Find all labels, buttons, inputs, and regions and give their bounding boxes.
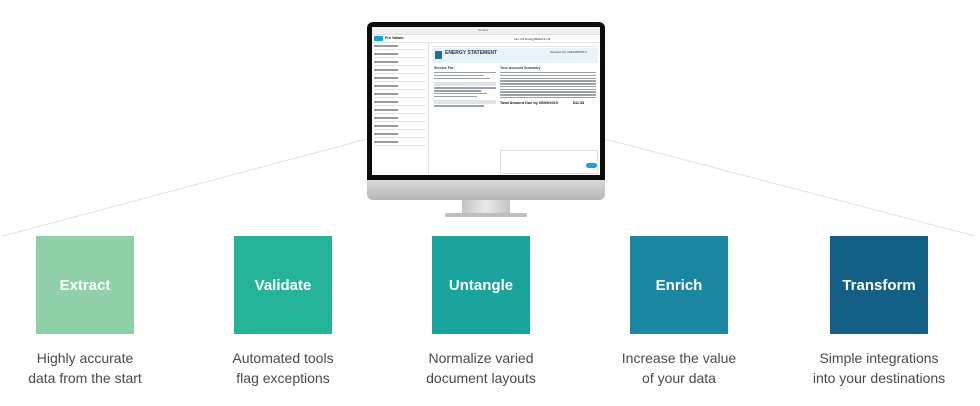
monitor-screen: Ocrolus Pro Valiant File: R4.EnergyBill2… xyxy=(372,27,600,175)
screen-summary-column: Your Account Summary Total Amount Due by… xyxy=(500,66,596,105)
screen-field[interactable] xyxy=(374,77,426,82)
step-validate-caption: Automated tools flag exceptions xyxy=(193,348,373,388)
screen-total-value: $11.53 xyxy=(572,101,585,106)
screen-total-label: Total Amount Due by 05/09/2019 xyxy=(500,101,558,106)
caption-line: Highly accurate xyxy=(36,350,134,366)
monitor-stand-foot xyxy=(445,213,527,217)
step-extract-caption: Highly accurate data from the start xyxy=(0,348,175,388)
step-transform-tile: Transform xyxy=(830,236,928,334)
step-extract-label: Extract xyxy=(59,276,111,294)
screen-file-name: File: R4.EnergyBill2019.pdf xyxy=(514,36,551,41)
screen-app-name: Pro Valiant xyxy=(385,36,404,40)
screen-field[interactable] xyxy=(374,109,426,114)
screen-service-heading: Service For: xyxy=(434,66,455,70)
screen-field-sidebar xyxy=(372,42,429,175)
screen-total-due: Total Amount Due by 05/09/2019 $11.53 xyxy=(500,101,596,105)
screen-field[interactable] xyxy=(374,133,426,138)
step-untangle-label: Untangle xyxy=(448,276,514,294)
caption-line: document layouts xyxy=(426,370,536,386)
monitor-stand-neck xyxy=(462,200,510,214)
screen-field[interactable] xyxy=(374,117,426,122)
screen-field[interactable] xyxy=(374,93,426,98)
screen-summary-heading: Your Account Summary xyxy=(500,66,541,70)
screen-field[interactable] xyxy=(374,141,426,146)
step-transform-label: Transform xyxy=(842,276,916,294)
screen-service-column: Service For: xyxy=(434,66,496,108)
screen-account-number: Account No: 1234445678-4 xyxy=(550,50,587,54)
step-extract-tile: Extract xyxy=(36,236,134,334)
step-enrich-caption: Increase the value of your data xyxy=(589,348,769,388)
computer-monitor: Ocrolus Pro Valiant File: R4.EnergyBill2… xyxy=(367,22,605,218)
caption-line: Increase the value xyxy=(621,350,737,366)
screen-action-button[interactable] xyxy=(586,163,597,168)
screen-field[interactable] xyxy=(374,61,426,66)
step-transform-caption: Simple integrations into your destinatio… xyxy=(789,348,969,388)
screen-window-bar: Ocrolus xyxy=(372,27,600,35)
monitor-bezel: Ocrolus Pro Valiant File: R4.EnergyBill2… xyxy=(367,22,605,180)
screen-doc-tabs xyxy=(432,42,598,47)
energy-logo-icon xyxy=(435,51,442,59)
screen-field[interactable] xyxy=(374,45,426,50)
caption-line: data from the start xyxy=(28,370,142,386)
screen-field[interactable] xyxy=(374,53,426,58)
screen-back-button[interactable] xyxy=(374,36,383,41)
step-validate-tile: Validate xyxy=(234,236,332,334)
step-untangle-tile: Untangle xyxy=(432,236,530,334)
step-enrich-tile: Enrich xyxy=(630,236,728,334)
screen-billing-history-chart xyxy=(500,150,598,174)
screen-window-title: Ocrolus xyxy=(478,28,489,32)
caption-line: flag exceptions xyxy=(236,370,330,386)
step-validate-label: Validate xyxy=(254,276,312,294)
screen-statement-banner: ENERGY STATEMENT Account No: 1234445678-… xyxy=(432,48,598,63)
caption-line: of your data xyxy=(642,370,716,386)
step-enrich-label: Enrich xyxy=(655,276,703,294)
screen-field[interactable] xyxy=(374,101,426,106)
screen-field[interactable] xyxy=(374,85,426,90)
caption-line: Normalize varied xyxy=(428,350,534,366)
screen-document-view: ENERGY STATEMENT Account No: 1234445678-… xyxy=(432,42,598,175)
screen-field[interactable] xyxy=(374,69,426,74)
caption-line: Automated tools xyxy=(232,350,334,366)
monitor-chin xyxy=(367,180,605,200)
screen-doc-title: ENERGY STATEMENT xyxy=(445,49,498,56)
step-untangle-caption: Normalize varied document layouts xyxy=(391,348,571,388)
caption-line: into your destinations xyxy=(812,370,946,386)
caption-line: Simple integrations xyxy=(819,350,939,366)
screen-toolbar: Pro Valiant File: R4.EnergyBill2019.pdf xyxy=(372,35,600,43)
screen-field[interactable] xyxy=(374,125,426,130)
